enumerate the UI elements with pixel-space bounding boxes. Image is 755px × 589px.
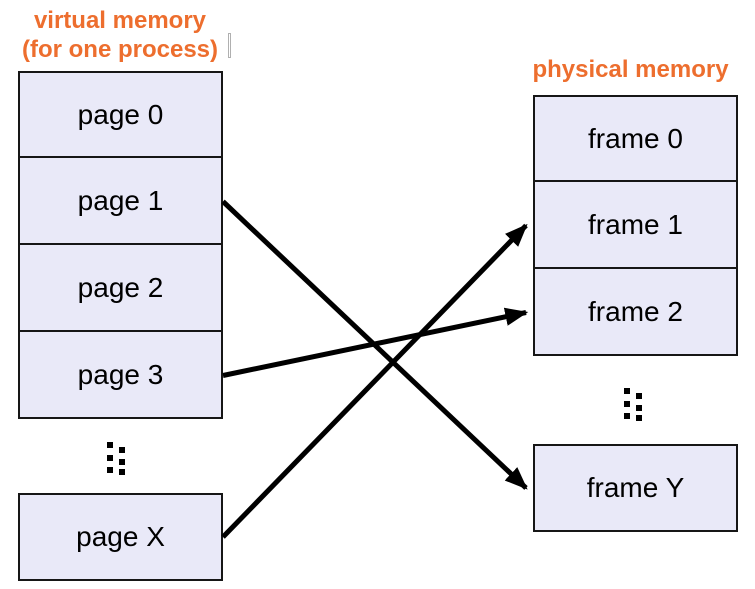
page-1-box: page 1 xyxy=(18,158,223,245)
page-0-box: page 0 xyxy=(18,71,223,158)
page-3-box: page 3 xyxy=(18,332,223,419)
virtual-memory-title-line2: (for one process) xyxy=(21,36,219,63)
page-2-box: page 2 xyxy=(18,245,223,332)
physical-memory-title: physical memory xyxy=(532,56,729,83)
vertical-ellipsis-icon xyxy=(624,388,644,422)
frame-1-box: frame 1 xyxy=(533,182,738,269)
frame-0-box: frame 0 xyxy=(533,95,738,182)
mapping-arrow xyxy=(221,199,528,490)
mapping-arrow xyxy=(221,223,528,539)
text-caret xyxy=(228,33,231,58)
mapping-arrow xyxy=(222,307,529,378)
page-x-box: page X xyxy=(18,493,223,581)
vertical-ellipsis-icon xyxy=(107,442,127,476)
frame-y-box: frame Y xyxy=(533,444,738,532)
frame-2-box: frame 2 xyxy=(533,269,738,356)
virtual-memory-title-line1: virtual memory xyxy=(33,7,207,34)
virtual-memory-title: virtual memory (for one process) xyxy=(0,6,240,64)
